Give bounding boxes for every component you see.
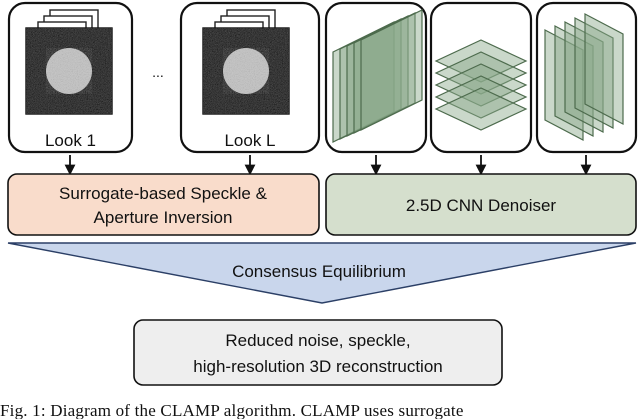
consensus-equilibrium-funnel: Consensus Equilibrium xyxy=(7,242,637,304)
look-panel-l: Look L xyxy=(179,1,321,154)
look-panel-1: Look 1 xyxy=(7,1,134,154)
volume-panel-vertical xyxy=(535,1,638,154)
surrogate-line-1: Surrogate-based Speckle & xyxy=(59,184,268,203)
output-line-1: Reduced noise, speckle, xyxy=(225,331,410,350)
figure-caption: Fig. 1: Diagram of the CLAMP algorithm. … xyxy=(0,401,464,419)
look-1-label: Look 1 xyxy=(45,131,96,150)
consensus-label: Consensus Equilibrium xyxy=(232,262,406,281)
cnn-label: 2.5D CNN Denoiser xyxy=(406,196,557,215)
cnn-denoiser-box: 2.5D CNN Denoiser xyxy=(325,173,637,236)
output-line-2: high-resolution 3D reconstruction xyxy=(193,357,442,376)
surrogate-line-2: Aperture Inversion xyxy=(94,208,233,227)
ellipsis-label: ... xyxy=(152,64,164,80)
output-box: Reduced noise, speckle, high-resolution … xyxy=(133,319,503,386)
vertical-slices-icon xyxy=(544,13,624,141)
diagonal-slices-icon xyxy=(332,9,423,143)
horizontal-slices-icon xyxy=(434,39,528,131)
volume-panel-diagonal xyxy=(324,1,428,154)
look-l-label: Look L xyxy=(224,131,275,150)
panel-arrows xyxy=(64,155,592,176)
volume-panel-horizontal xyxy=(429,1,533,154)
surrogate-inversion-box: Surrogate-based Speckle & Aperture Inver… xyxy=(7,173,320,236)
clamp-diagram: Look 1 ... Look L xyxy=(7,1,638,386)
